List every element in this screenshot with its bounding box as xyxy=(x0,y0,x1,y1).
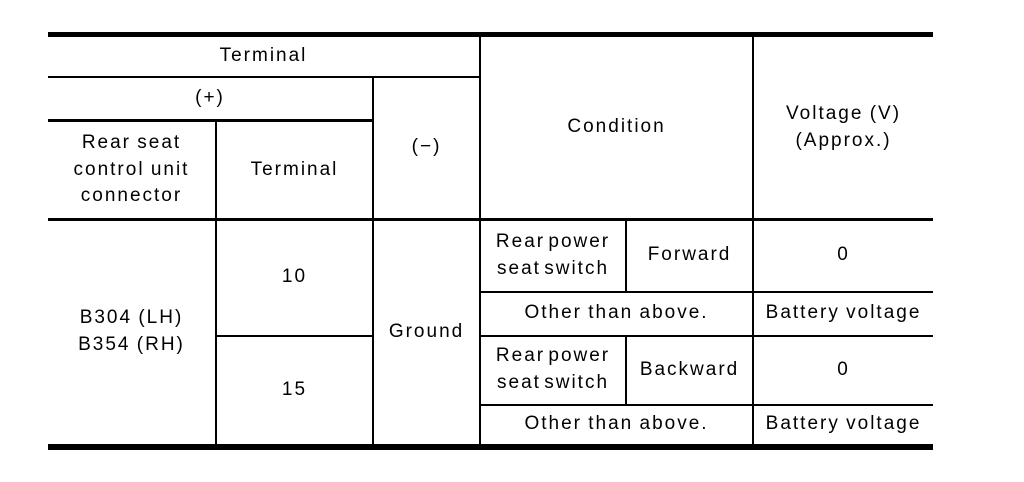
header-condition: Condition xyxy=(479,33,755,221)
cell-other-than-above-2: Other than above. xyxy=(479,403,755,448)
cell-voltage-forward: 0 xyxy=(752,218,934,293)
cell-voltage-backward: 0 xyxy=(752,334,934,406)
cell-condition-forward: Forward xyxy=(625,218,755,293)
cell-condition-backward: Backward xyxy=(625,334,755,406)
header-connector-column: Rear seat control unit connector xyxy=(48,119,217,221)
cell-condition-switch-2: Rear power seat switch xyxy=(479,334,628,406)
cell-other-than-above-1: Other than above. xyxy=(479,290,755,337)
header-terminal-group: Terminal xyxy=(48,33,482,78)
header-minus: (−) xyxy=(371,75,482,221)
header-voltage: Voltage (V) (Approx.) xyxy=(752,33,934,221)
header-plus: (+) xyxy=(48,75,374,122)
cell-terminal-15: 15 xyxy=(215,334,374,448)
cell-voltage-battery-2: Battery voltage xyxy=(752,403,934,448)
cell-connector: B304 (LH) B354 (RH) xyxy=(48,218,217,448)
header-terminal-column: Terminal xyxy=(215,119,374,221)
cell-voltage-battery-1: Battery voltage xyxy=(752,290,934,337)
voltage-spec-table-container: Terminal Condition Voltage (V) (Approx.)… xyxy=(48,32,934,450)
cell-terminal-10: 10 xyxy=(215,218,374,337)
cell-condition-switch-1: Rear power seat switch xyxy=(479,218,628,293)
voltage-spec-table: Terminal Condition Voltage (V) (Approx.)… xyxy=(48,32,934,450)
cell-ground: Ground xyxy=(371,218,482,448)
